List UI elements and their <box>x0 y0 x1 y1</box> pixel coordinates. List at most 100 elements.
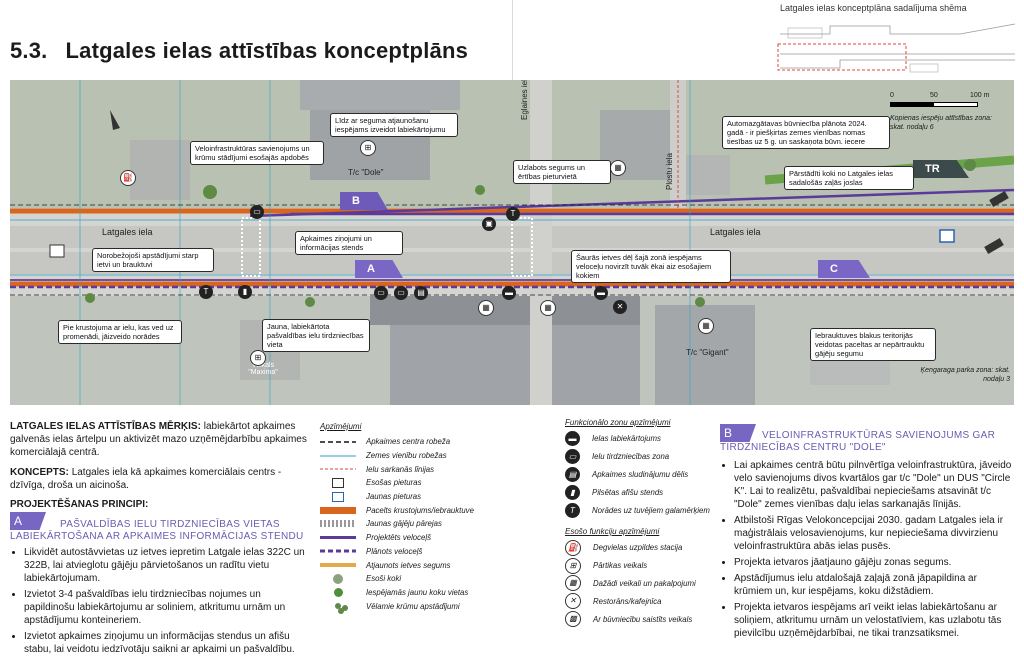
street-label-eglaines: Eglaines iela <box>520 80 529 120</box>
division-diagram <box>777 23 1016 73</box>
shop-zone-icon: ▭ <box>250 205 264 219</box>
shops-services-icon: ▦ <box>565 575 581 592</box>
section-b: B VELOINFRASTRUKTŪRAS SAVIENOJUMS GAR TI… <box>720 424 1016 643</box>
scale-zero: 0 <box>890 92 894 99</box>
section-number: 5.3. <box>10 38 48 63</box>
legend-item: ⛽Degvielas uzpildes stacija <box>565 539 725 557</box>
callout-promenade-signs: Pie krustojuma ar ielu, kas ved uz prome… <box>58 320 182 344</box>
callout-buffer-planting: Norobežojoši apstādījumi starp ietvi un … <box>92 248 214 272</box>
legend-item: ▭Ielu tirdzniecības zona <box>565 448 725 466</box>
callout-new-market: Jauna, labiekārtota pašvaldības ielu tir… <box>262 319 370 352</box>
functional-title: Funkcionālo zonu apzīmējumi <box>565 418 671 427</box>
list-item: Izvietot 3-4 pašvaldības ielu tirdzniecī… <box>24 588 310 627</box>
grocery-icon: ⊞ <box>360 140 376 156</box>
scale-fifty: 50 <box>930 92 938 99</box>
intro-goal: LATGALES IELAS ATTĪSTĪBAS MĒRĶIS: labiek… <box>10 420 310 459</box>
shops-services-icon: ▦ <box>698 318 714 334</box>
functional-legend: Funkcionālo zonu apzīmējumi ▬Ielas labie… <box>565 418 725 628</box>
street-label-latgales-right: Latgales iela <box>710 227 761 237</box>
legend-item: Apkaimes centra robeža <box>320 437 451 447</box>
list-item: Atbilstoši Rīgas Velokoncepcijai 2030. g… <box>734 514 1016 553</box>
section-a-bullets: Likvidēt autostāvvietas uz ietves iepret… <box>10 546 310 656</box>
legend-item: ▮Pilsētas afišu stends <box>565 483 725 501</box>
section-a-badge: A <box>10 512 46 530</box>
street-furniture-icon: ▬ <box>594 286 608 300</box>
legend-item: ▬Ielas labiekārtojums <box>565 430 725 448</box>
legend-item: ▤Apkaimes sludinājumu dēlis <box>565 466 725 484</box>
grocery-icon: ⊞ <box>250 350 266 366</box>
legend-item: Jaunas pieturas <box>320 490 550 504</box>
section-b-badge: B <box>720 424 756 442</box>
poster-stand-icon: ▮ <box>238 285 252 299</box>
shops-services-icon: ▦ <box>540 300 556 316</box>
principles-label: PROJEKTĒŠANAS PRINCIPI: <box>10 499 149 510</box>
concept-text: Latgales iela kā apkaimes komerciālais c… <box>10 467 282 491</box>
callout-car-wash: Automazgātavas būvniecība plānota 2024. … <box>722 116 890 149</box>
legend-item: Esošas pieturas <box>320 476 550 490</box>
callout-replanted-trees: Pārstādīti koki no Latgales ielas sadalo… <box>784 166 914 190</box>
intro-concept: KONCEPTS: Latgales iela kā apkaimes kome… <box>10 466 310 492</box>
section-a-title-1: PAŠVALDĪBAS IELU TIRDZNIECĪBAS VIETAS <box>60 519 280 530</box>
section-a: A PAŠVALDĪBAS IELU TIRDZNIECĪBAS VIETAS … <box>10 512 310 659</box>
section-title: Latgales ielas attīstības konceptplāns <box>65 38 469 63</box>
zone-flag-b: B <box>340 192 388 210</box>
callout-velo-connection: Veloinfrastruktūras savienojums un krūmu… <box>190 141 324 165</box>
signpost-icon: T <box>506 207 520 221</box>
goal-label: LATGALES IELAS ATTĪSTĪBAS MĒRĶIS: <box>10 421 201 432</box>
legend-item: Iespējamās jaunu koku vietas <box>320 586 550 600</box>
page-divider <box>512 0 513 80</box>
notice-board-icon: ▤ <box>565 466 580 482</box>
hardware-store-icon: ▩ <box>565 611 581 628</box>
callout-resurfacing: Līdz ar seguma atjaunošanu iespējams izv… <box>330 113 458 137</box>
shop-zone-icon: ▭ <box>374 286 388 300</box>
legend-item: Plānots veloceļš <box>320 546 423 556</box>
fuel-station-icon: ⛽ <box>565 539 581 556</box>
legend-item: Esoši koki <box>320 572 550 586</box>
shop-zone-icon: ▭ <box>394 286 408 300</box>
notice-board-icon: ▤ <box>414 286 428 300</box>
section-b-title-2: TIRDZNIECĪBAS CENTRU "DOLE" <box>720 442 886 453</box>
map-legend: Apzīmējumi Apkaimes centra robeža Zemes … <box>320 422 550 613</box>
list-item: Izvietot apkaimes ziņojumu un informācij… <box>24 630 310 656</box>
signpost-icon: T <box>199 285 213 299</box>
shop-zone-icon: ▭ <box>565 449 580 465</box>
list-item: Lai apkaimes centrā būtu pilnvērtīga vel… <box>734 459 1016 511</box>
signpost-icon: T <box>565 502 580 518</box>
legend-item: Pacelts krustojums/iebrauktuve <box>320 503 550 517</box>
place-label-dole: T/c "Dole" <box>348 168 384 177</box>
shops-services-icon: ▦ <box>478 300 494 316</box>
section-a-title-2: LABIEKĀRTOŠANA AR APKAIMES INFORMĀCIJAS … <box>10 531 304 542</box>
zone-ref-kopienas: Kopienas iespēju attīstības zona: skat. … <box>890 115 992 131</box>
place-label-maxima: Veikals "Maxima" <box>248 362 278 376</box>
legend-item: Vēlamie krūmu apstādījumi <box>320 599 550 613</box>
bus-stop-icon: ▣ <box>482 217 496 231</box>
callout-info-stand: Apkaimes ziņojumi un informācijas stends <box>295 231 403 255</box>
list-item: Projekta ietvaros iespējams arī veikt ie… <box>734 601 1016 640</box>
street-furniture-icon: ▬ <box>565 431 580 447</box>
goal-text: labiekārtot apkaimes galvenās ielas ārte… <box>10 421 307 458</box>
shops-services-icon: ▦ <box>610 160 626 176</box>
zone-ref-kengaraga: Ķengaraga parka zona: skat. nodaļu 3 <box>920 367 1010 383</box>
diagram-title: Latgales ielas konceptplāna sadalījuma s… <box>780 3 967 13</box>
callout-bus-stop: Uzlabots segums un ērtības pieturvietā <box>513 160 611 184</box>
scale-bar: 0 50 100 m <box>890 92 1000 107</box>
zone-flag-tr: TR <box>913 160 969 178</box>
legend-item: ▩Ar būvniecību saistīts veikals <box>565 610 725 628</box>
zone-flag-a: A <box>355 260 403 278</box>
poster-stand-icon: ▮ <box>565 484 580 500</box>
legend-item: ▦Dažādi veikali un pakalpojumi <box>565 575 725 593</box>
list-item: Projekta ietvaros jāatjauno gājēju zonas… <box>734 556 1016 569</box>
fuel-station-icon: ⛽ <box>120 170 136 186</box>
restaurant-icon: ✕ <box>565 593 581 610</box>
legend-item: Atjaunots ietves segums <box>320 558 550 572</box>
concept-map: Latgales iela Latgales iela Eglaines iel… <box>10 80 1014 405</box>
legend-item: Projektēts veloceļš <box>320 531 550 545</box>
concept-label: KONCEPTS: <box>10 467 69 478</box>
section-b-bullets: Lai apkaimes centrā būtu pilnvērtīga vel… <box>720 459 1016 640</box>
page-title: 5.3. Latgales ielas attīstības konceptplā… <box>10 38 468 64</box>
list-item: Likvidēt autostāvvietas uz ietves iepret… <box>24 546 310 585</box>
section-b-title-1: VELOINFRASTRUKTŪRAS SAVIENOJUMS GAR <box>762 430 996 441</box>
grocery-icon: ⊞ <box>565 557 581 574</box>
zone-flag-c: C <box>818 260 870 278</box>
place-label-gigant: T/c "Gigant" <box>686 348 729 357</box>
